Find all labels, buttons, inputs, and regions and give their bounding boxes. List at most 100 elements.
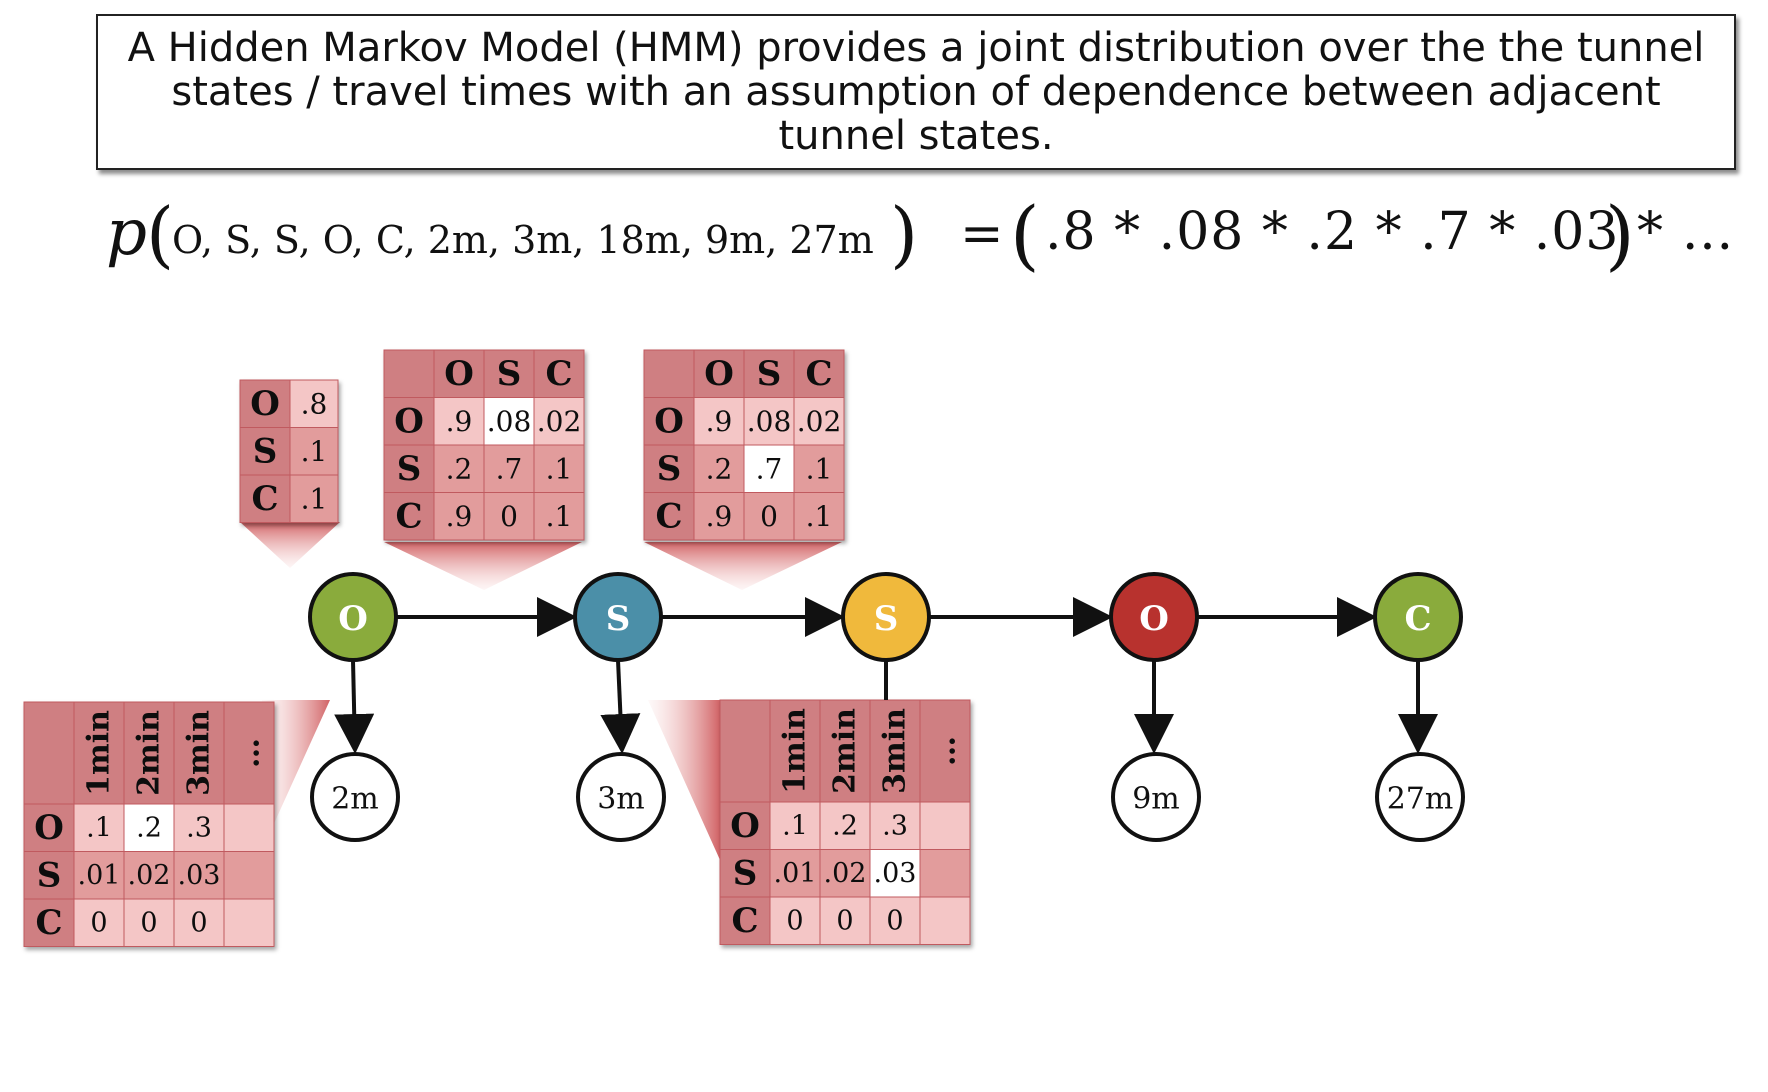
value-cell [433, 492, 485, 541]
hidden-state-label: S [874, 599, 899, 639]
cell-value: .9 [446, 500, 473, 533]
emission-arrow [600, 659, 641, 754]
value-cell [919, 801, 971, 850]
row-header-label: C [395, 496, 422, 536]
cell-value: 0 [500, 500, 518, 533]
cell-value: .9 [706, 405, 733, 438]
column-header-label: C [545, 354, 572, 394]
emission-table-2-callout [648, 700, 720, 860]
hidden-state-node [573, 572, 663, 662]
cell-value: .1 [806, 500, 833, 533]
value-cell [533, 397, 585, 446]
row-header-label: C [655, 496, 682, 536]
row-header-cell [643, 492, 695, 541]
value-cell [223, 803, 275, 852]
observation-node [576, 752, 666, 842]
observation-node [310, 752, 400, 842]
value-cell [819, 801, 871, 850]
cell-value: .3 [186, 812, 212, 843]
value-cell [433, 444, 485, 493]
row-header-cell [383, 397, 435, 446]
hidden-state-label: O [1139, 599, 1169, 639]
column-header-label: 1min [778, 708, 813, 794]
cell-value: 0 [836, 905, 853, 936]
initial-table-callout [240, 522, 340, 568]
column-header-cell [769, 699, 821, 803]
corner-cell [719, 699, 771, 803]
column-header-label: S [497, 354, 522, 394]
column-header-cell [793, 349, 845, 398]
column-header-label: 3min [878, 708, 913, 794]
cell-value: .7 [756, 452, 783, 485]
cell-value: .2 [136, 812, 162, 843]
cell-value: .1 [86, 812, 112, 843]
emission-arrow [334, 659, 375, 754]
column-header-label: S [757, 354, 782, 394]
column-header-cell [919, 699, 971, 803]
initial-row-label: C [251, 479, 278, 519]
highlighted-cell [743, 444, 795, 493]
value-cell [869, 896, 921, 945]
column-header-label: O [444, 354, 474, 394]
caption-box: A Hidden Markov Model (HMM) provides a j… [96, 14, 1736, 170]
value-cell [483, 444, 535, 493]
initial-row-header-cell [239, 474, 291, 523]
value-cell [743, 492, 795, 541]
row-header-label: O [394, 401, 424, 441]
cell-value: 0 [90, 907, 107, 938]
cell-value: .3 [882, 810, 908, 841]
cell-value: .1 [546, 452, 573, 485]
row-header-label: O [34, 808, 64, 848]
column-header-cell [869, 699, 921, 803]
cell-value: .2 [706, 452, 733, 485]
hidden-state-label: C [1404, 599, 1431, 639]
column-header-cell [819, 699, 871, 803]
initial-value: .1 [301, 482, 328, 515]
emission-table-1-callout [262, 700, 330, 850]
column-header-label: … [232, 738, 267, 768]
row-header-label: O [654, 401, 684, 441]
product-close-paren: ) [1605, 190, 1635, 279]
cell-value: .1 [782, 810, 808, 841]
corner-cell [23, 701, 75, 805]
initial-row-header-cell [239, 427, 291, 476]
transition-table-1-callout [384, 542, 582, 590]
initial-row-label: O [250, 384, 280, 424]
value-cell [173, 851, 225, 900]
cell-value: .2 [446, 452, 473, 485]
cell-value: 0 [140, 907, 157, 938]
value-cell [819, 849, 871, 898]
column-header-label: 3min [182, 710, 217, 796]
cell-value: 0 [760, 500, 778, 533]
cell-value: .02 [797, 405, 842, 438]
cell-value: .02 [824, 858, 867, 889]
value-cell [769, 896, 821, 945]
initial-distribution-table: O.8S.1C.1 [239, 379, 339, 523]
initial-value-cell [289, 379, 339, 428]
product-open-paren: ( [1010, 190, 1040, 279]
cell-value: .2 [832, 810, 858, 841]
column-header-label: C [805, 354, 832, 394]
cell-value: .7 [496, 452, 523, 485]
value-cell [533, 492, 585, 541]
value-cell [919, 896, 971, 945]
row-header-cell [643, 397, 695, 446]
cell-value: .01 [774, 858, 817, 889]
cell-value: 0 [786, 905, 803, 936]
row-header-label: S [397, 449, 422, 489]
initial-row-header-cell [239, 379, 291, 428]
cell-value: .08 [487, 405, 532, 438]
observation-label: 2m [331, 782, 379, 817]
row-header-cell [383, 492, 435, 541]
column-header-label: O [704, 354, 734, 394]
value-cell [819, 896, 871, 945]
callout-layer [240, 522, 842, 860]
cell-value: .03 [178, 860, 221, 891]
cell-value: 0 [886, 905, 903, 936]
observation-label: 3m [597, 782, 645, 817]
value-cell [223, 851, 275, 900]
value-cell [223, 898, 275, 947]
